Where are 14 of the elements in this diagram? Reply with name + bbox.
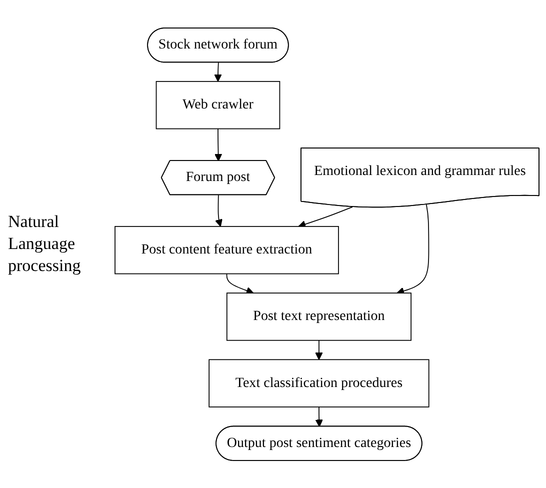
node-box xyxy=(114,226,339,274)
node-box xyxy=(156,80,280,129)
arrow xyxy=(214,128,222,162)
arrow xyxy=(214,62,222,82)
arrow xyxy=(215,194,222,227)
arrow xyxy=(226,273,254,294)
arrow xyxy=(396,204,430,295)
arrow xyxy=(315,340,323,360)
side-label: Natural Language processing xyxy=(8,210,82,278)
node-box xyxy=(226,292,412,341)
arrow xyxy=(298,206,353,228)
node-box xyxy=(208,359,430,408)
arrow xyxy=(315,406,323,427)
flowchart: Stock network forum Web crawler Forum post Emotional lexicon and grammar rules Post content feature extraction Post text representation Text classification procedures Output post sentiment categories xyxy=(108,20,546,468)
